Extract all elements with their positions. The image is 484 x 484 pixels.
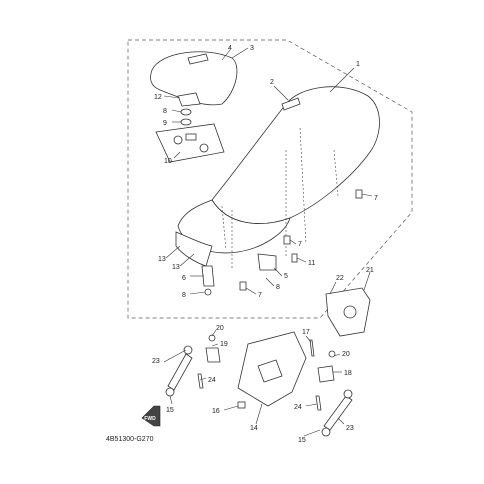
seat-cushion-pad [150, 51, 238, 106]
callout-6: 6 [182, 275, 186, 282]
hook-washer-part [204, 288, 212, 296]
diagram-code: 4B51300-G270 [106, 436, 154, 443]
seat-bolt-rear [355, 189, 363, 199]
bracket-hole [343, 305, 357, 319]
forward-label: FWD [144, 416, 156, 422]
callout-5: 5 [284, 273, 288, 280]
callout-19: 19 [220, 341, 228, 348]
leader-lines [163, 47, 373, 437]
assembly-boundary [127, 39, 413, 319]
callout-8-mid: 8 [276, 284, 280, 291]
callout-2: 2 [270, 79, 274, 86]
callout-24-left: 24 [208, 377, 216, 384]
callout-7-front: 7 [258, 292, 262, 299]
callout-8-low: 8 [182, 292, 186, 299]
seat-cushion-strap [187, 53, 209, 65]
callout-14: 14 [250, 425, 258, 432]
tray-hole-1 [173, 135, 183, 145]
strut-bracket-left [205, 347, 221, 363]
callout-8-top: 8 [163, 108, 167, 115]
tray-slot [185, 133, 197, 141]
nut-16-part [237, 401, 246, 409]
seat-bolt-front [239, 281, 247, 291]
callout-4: 4 [228, 45, 232, 52]
seat-dot-line-1 [221, 205, 227, 251]
latch-hook-part [201, 265, 215, 287]
seat-dot-line-4 [299, 127, 307, 245]
pin-24-right-part [315, 395, 322, 411]
callout-11: 11 [308, 260, 315, 267]
callout-12: 12 [154, 94, 162, 101]
callout-13-lower: 13 [172, 264, 180, 271]
strut-left-end [183, 345, 193, 355]
callout-17: 17 [302, 329, 310, 336]
seat-step [177, 199, 291, 254]
screw-part [291, 253, 298, 263]
callout-10: 10 [164, 158, 172, 165]
hinge-bracket-part [257, 253, 277, 271]
strut-right-ball [321, 427, 331, 437]
callout-3: 3 [250, 45, 254, 52]
strut-right-end [343, 389, 353, 399]
callout-15-left: 15 [166, 407, 174, 414]
seat-emblem [281, 97, 301, 111]
tray-plate-part [155, 123, 225, 163]
rubber-pad-part [177, 92, 201, 107]
callout-22: 22 [336, 275, 344, 282]
washer-part [180, 118, 192, 126]
callout-21: 21 [366, 267, 374, 274]
callout-9: 9 [163, 120, 167, 127]
pin-17-part [309, 339, 315, 357]
callout-18: 18 [344, 370, 352, 377]
callout-20-right: 20 [342, 351, 350, 358]
base-plate-slot [257, 359, 283, 383]
main-seat [211, 86, 380, 224]
callout-7-mid: 7 [298, 241, 302, 248]
callout-7-rear: 7 [374, 195, 378, 202]
strut-bracket-right [317, 365, 335, 383]
callout-16: 16 [212, 408, 220, 415]
strut-left-ball [165, 387, 175, 397]
callout-1: 1 [356, 61, 360, 68]
callout-15-right: 15 [298, 437, 306, 444]
bolt-upper-right [328, 350, 336, 358]
seat-bolt-mid [283, 235, 291, 245]
bolt-upper-left [208, 334, 216, 342]
callout-23-right: 23 [346, 425, 354, 432]
nut-part [180, 108, 192, 116]
callout-23-left: 23 [152, 358, 160, 365]
pin-24-left-part [197, 373, 204, 389]
gas-strut-left [167, 353, 193, 391]
callout-20-left: 20 [216, 325, 224, 332]
tray-hole-2 [199, 143, 209, 153]
callout-13-upper: 13 [158, 256, 166, 263]
callout-24-right: 24 [294, 404, 302, 411]
forward-direction-icon: FWD [141, 405, 161, 427]
